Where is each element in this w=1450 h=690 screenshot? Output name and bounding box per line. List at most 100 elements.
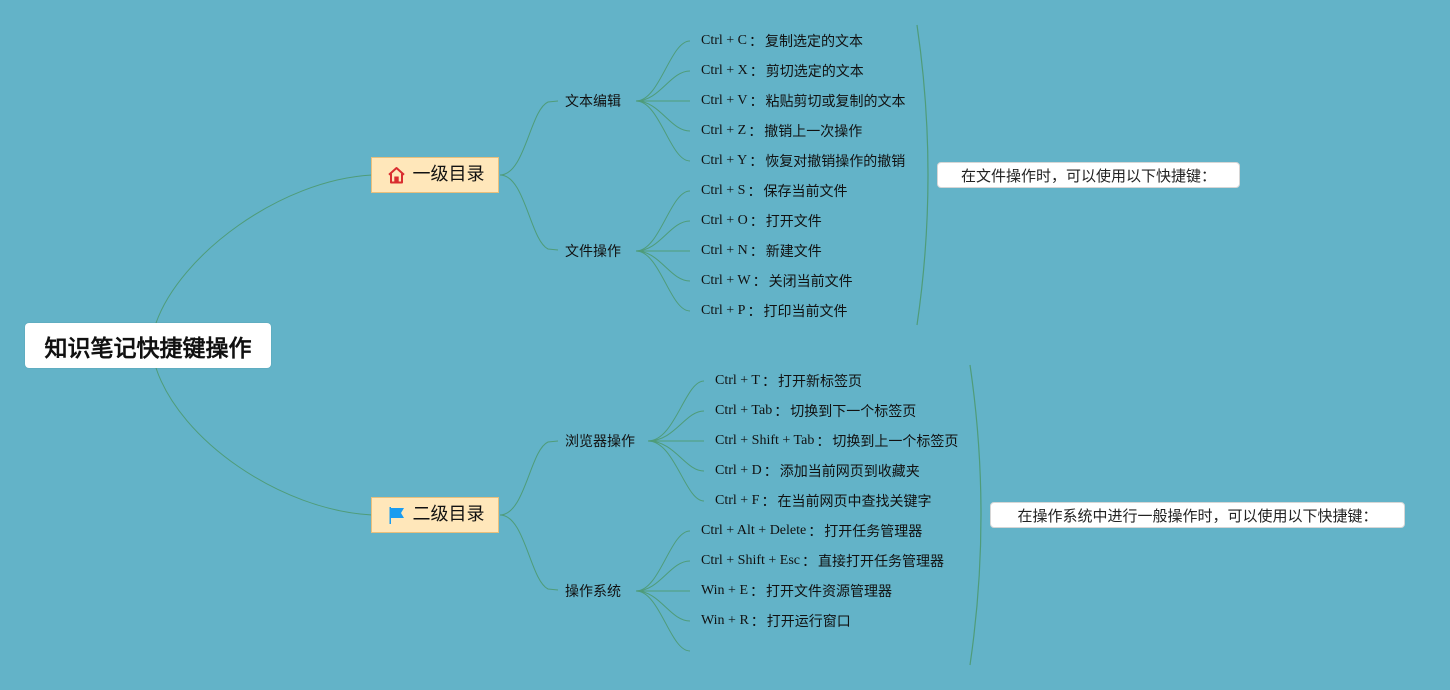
leaf-file-ops-1[interactable]: Ctrl + S ： 保存当前文件 [701, 181, 847, 201]
branch-level1-catalog-label: 一级目录 [412, 164, 485, 185]
leaf-text-editing-2[interactable]: Ctrl + X ： 剪切选定的文本 [701, 61, 864, 81]
leaf-browser-1[interactable]: Ctrl + T ： 打开新标签页 [715, 371, 862, 391]
leaf-system-1[interactable]: Ctrl + Alt + Delete ： 打开任务管理器 [701, 521, 922, 541]
leaf-separator: ： [748, 124, 763, 140]
leaf-shortcut: Ctrl + X [701, 63, 748, 78]
connector-text-editing-item-1 [635, 40, 691, 102]
leaf-shortcut: Ctrl + P [701, 303, 746, 318]
leaf-browser-2[interactable]: Ctrl + Tab ： 切换到下一个标签页 [715, 401, 916, 421]
leaf-description: 打印当前文件 [763, 304, 848, 320]
connector-root-to-branch-2 [155, 367, 373, 516]
leaf-separator: ： [749, 214, 764, 230]
leaf-separator: ： [747, 184, 762, 200]
topic-browser-operations[interactable]: 浏览器操作 [565, 434, 635, 450]
leaf-separator: ： [808, 524, 823, 540]
home-icon [386, 165, 407, 186]
leaf-browser-5[interactable]: Ctrl + F ： 在当前网页中查找关键字 [715, 491, 931, 511]
topic-file-operations[interactable]: 文件操作 [565, 244, 621, 260]
leaf-shortcut: Ctrl + D [715, 463, 762, 478]
leaf-shortcut: Ctrl + Tab [715, 403, 773, 418]
leaf-shortcut: Ctrl + Shift + Tab [715, 433, 815, 448]
leaf-text-editing-4[interactable]: Ctrl + Z ： 撤销上一次操作 [701, 121, 862, 141]
leaf-file-ops-5[interactable]: Ctrl + P ： 打印当前文件 [701, 301, 847, 321]
summary-brace-1 [916, 24, 929, 326]
leaf-separator: ： [749, 64, 764, 80]
leaf-description: 在当前网页中查找关键字 [777, 494, 932, 510]
leaf-shortcut: Win + E [701, 583, 748, 598]
leaf-system-2[interactable]: Ctrl + Shift + Esc ： 直接打开任务管理器 [701, 551, 944, 571]
leaf-separator: ： [752, 274, 767, 290]
leaf-shortcut: Ctrl + T [715, 373, 760, 388]
branch-level1-catalog[interactable]: 一级目录 [371, 157, 499, 193]
leaf-separator: ： [750, 614, 765, 630]
leaf-shortcut: Ctrl + Shift + Esc [701, 553, 801, 568]
leaf-file-ops-4[interactable]: Ctrl + W ： 关闭当前文件 [701, 271, 853, 291]
leaf-shortcut: Win + R [701, 613, 749, 628]
leaf-separator: ： [802, 554, 817, 570]
connector-root-to-branch-1 [155, 174, 373, 324]
connector-branch-1-to-file-operations [499, 174, 559, 251]
connector-file-ops-item-5 [635, 250, 691, 312]
leaf-separator: ： [774, 404, 789, 420]
leaf-description: 保存当前文件 [763, 184, 848, 200]
connector-file-ops-item-4 [635, 250, 691, 282]
leaf-description: 打开运行窗口 [766, 614, 851, 630]
leaf-file-ops-3[interactable]: Ctrl + N ： 新建文件 [701, 241, 822, 261]
leaf-separator: ： [750, 584, 764, 600]
leaf-system-4[interactable]: Win + R ： 打开运行窗口 [701, 611, 851, 631]
leaf-separator: ： [763, 464, 778, 480]
leaf-description: 剪切选定的文本 [765, 64, 864, 80]
leaf-browser-3[interactable]: Ctrl + Shift + Tab ： 切换到上一个标签页 [715, 431, 958, 451]
leaf-description: 粘贴剪切或复制的文本 [765, 94, 906, 110]
leaf-browser-4[interactable]: Ctrl + D ： 添加当前网页到收藏夹 [715, 461, 920, 481]
leaf-shortcut: Ctrl + Y [701, 153, 748, 168]
leaf-separator: ： [749, 154, 764, 170]
leaf-description: 关闭当前文件 [768, 274, 853, 290]
connector-browser-item-1 [647, 380, 705, 442]
leaf-file-ops-2[interactable]: Ctrl + O ： 打开文件 [701, 211, 822, 231]
connector-branch-1-to-text-editing [499, 100, 559, 176]
leaf-separator: ： [761, 494, 776, 510]
leaf-description: 直接打开任务管理器 [818, 554, 945, 570]
leaf-description: 打开新标签页 [777, 374, 862, 390]
leaf-shortcut: Ctrl + Z [701, 123, 747, 138]
leaf-shortcut: Ctrl + V [701, 93, 748, 108]
leaf-text-editing-3[interactable]: Ctrl + V ： 粘贴剪切或复制的文本 [701, 91, 906, 111]
connector-browser-item-5 [647, 440, 705, 502]
connector-browser-item-4 [647, 440, 705, 472]
topic-system-operations[interactable]: 操作系统 [565, 584, 621, 600]
connector-text-editing-item-4 [635, 100, 691, 132]
leaf-separator: ： [816, 434, 831, 450]
topic-text-editing[interactable]: 文本编辑 [565, 94, 621, 110]
leaf-text-editing-5[interactable]: Ctrl + Y ： 恢复对撤销操作的撤销 [701, 151, 905, 171]
leaf-separator: ： [761, 374, 776, 390]
branch-level2-catalog[interactable]: 二级目录 [371, 497, 499, 533]
summary-system-operations[interactable]: 在操作系统中进行一般操作时，可以使用以下快捷键： [990, 502, 1405, 528]
connector-text-editing-item-2 [635, 70, 691, 102]
leaf-system-3[interactable]: Win + E ： 打开文件资源管理器 [701, 581, 892, 601]
leaf-separator: ： [749, 34, 764, 50]
leaf-description: 切换到上一个标签页 [832, 434, 959, 450]
leaf-description: 撤销上一次操作 [764, 124, 863, 140]
connector-file-ops-item-2 [635, 220, 691, 252]
leaf-separator: ： [749, 94, 764, 110]
leaf-separator: ： [749, 244, 764, 260]
connector-browser-item-2 [647, 410, 705, 442]
leaf-description: 打开文件 [765, 214, 822, 230]
connector-branch-2-to-browser [499, 440, 559, 516]
connector-system-item-1 [635, 530, 691, 592]
leaf-description: 切换到下一个标签页 [790, 404, 917, 420]
leaf-text-editing-1[interactable]: Ctrl + C ： 复制选定的文本 [701, 31, 863, 51]
leaf-shortcut: Ctrl + S [701, 183, 746, 198]
leaf-shortcut: Ctrl + W [701, 273, 751, 288]
leaf-description: 添加当前网页到收藏夹 [779, 464, 920, 480]
leaf-description: 恢复对撤销操作的撤销 [765, 154, 906, 170]
connector-file-ops-item-1 [635, 190, 691, 252]
summary-file-operations[interactable]: 在文件操作时，可以使用以下快捷键： [937, 162, 1240, 188]
branch-level2-catalog-label: 二级目录 [412, 504, 485, 525]
leaf-shortcut: Ctrl + F [715, 493, 760, 508]
root-topic[interactable]: 知识笔记快捷键操作 [25, 323, 271, 368]
leaf-description: 复制选定的文本 [765, 34, 864, 50]
leaf-description: 打开文件资源管理器 [766, 584, 892, 600]
